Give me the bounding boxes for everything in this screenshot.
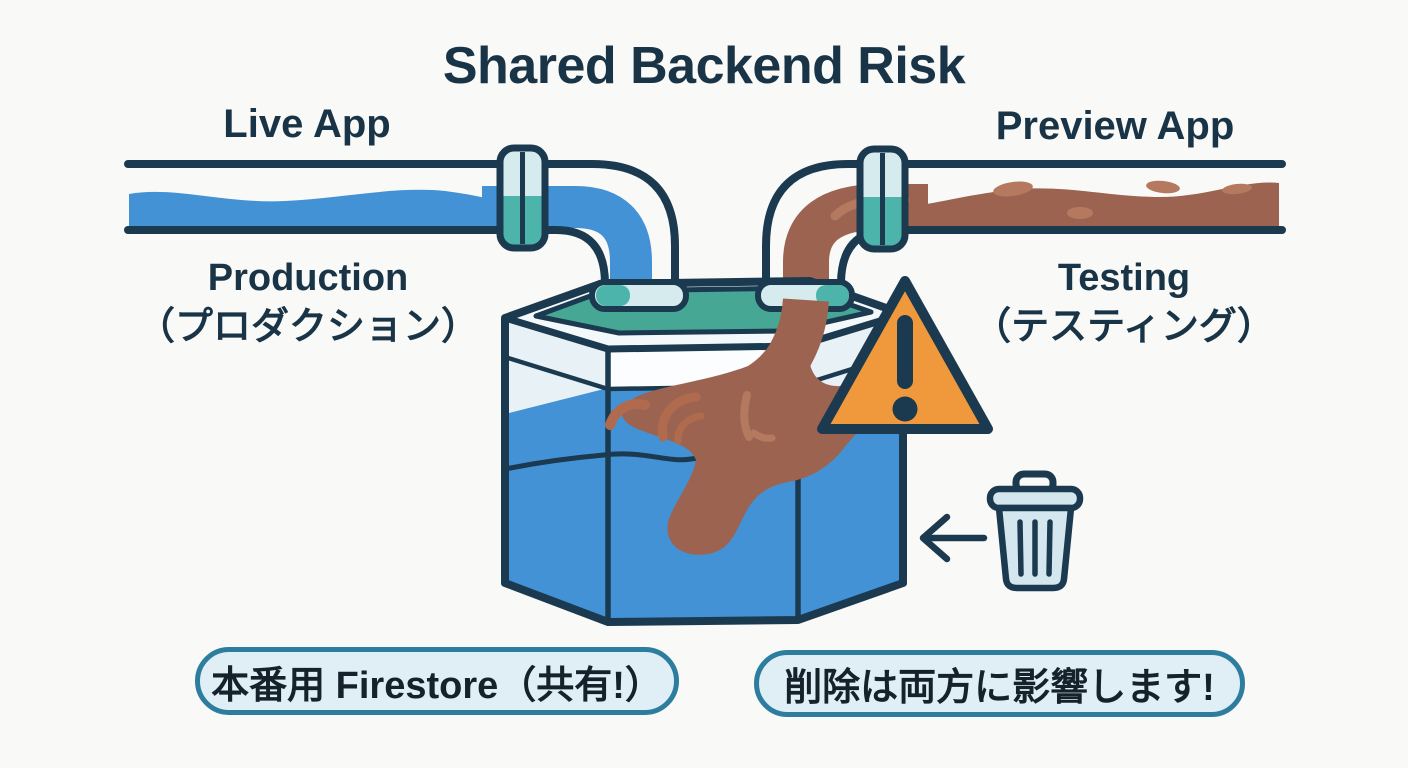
pipe-coupling-icon	[856, 145, 909, 253]
page-title: Shared Backend Risk	[442, 37, 966, 95]
preview-app-label: Preview App	[995, 104, 1235, 148]
inlet-fitting-left	[589, 279, 689, 312]
testing-label: Testing （テスティング）	[973, 254, 1275, 352]
ripple	[674, 412, 705, 445]
contamination-plume	[621, 300, 903, 555]
preview-app-pipe	[762, 145, 1286, 306]
live-app-label: Live App	[223, 102, 391, 146]
clean-water-flow	[129, 189, 504, 229]
warning-triangle-icon	[817, 276, 993, 434]
deletion-warning-pill: 削除は両方に影響します!	[754, 650, 1245, 717]
firestore-callout-pill: 本番用 Firestore（共有!）	[195, 647, 679, 715]
production-label-ja: （プロダクション）	[136, 306, 480, 348]
testing-label-en: Testing	[1057, 257, 1191, 299]
testing-label-ja: （テスティング）	[973, 306, 1275, 348]
production-label: Production （プロダクション）	[137, 254, 479, 352]
arrow-left-icon	[919, 513, 988, 563]
pipe-coupling-icon	[496, 144, 549, 252]
trash-icon	[986, 470, 1084, 592]
live-app-pipe	[124, 144, 679, 288]
firestore-tank	[501, 277, 907, 626]
ripple	[657, 392, 701, 442]
ripple	[605, 399, 650, 430]
production-label-en: Production	[207, 257, 409, 299]
